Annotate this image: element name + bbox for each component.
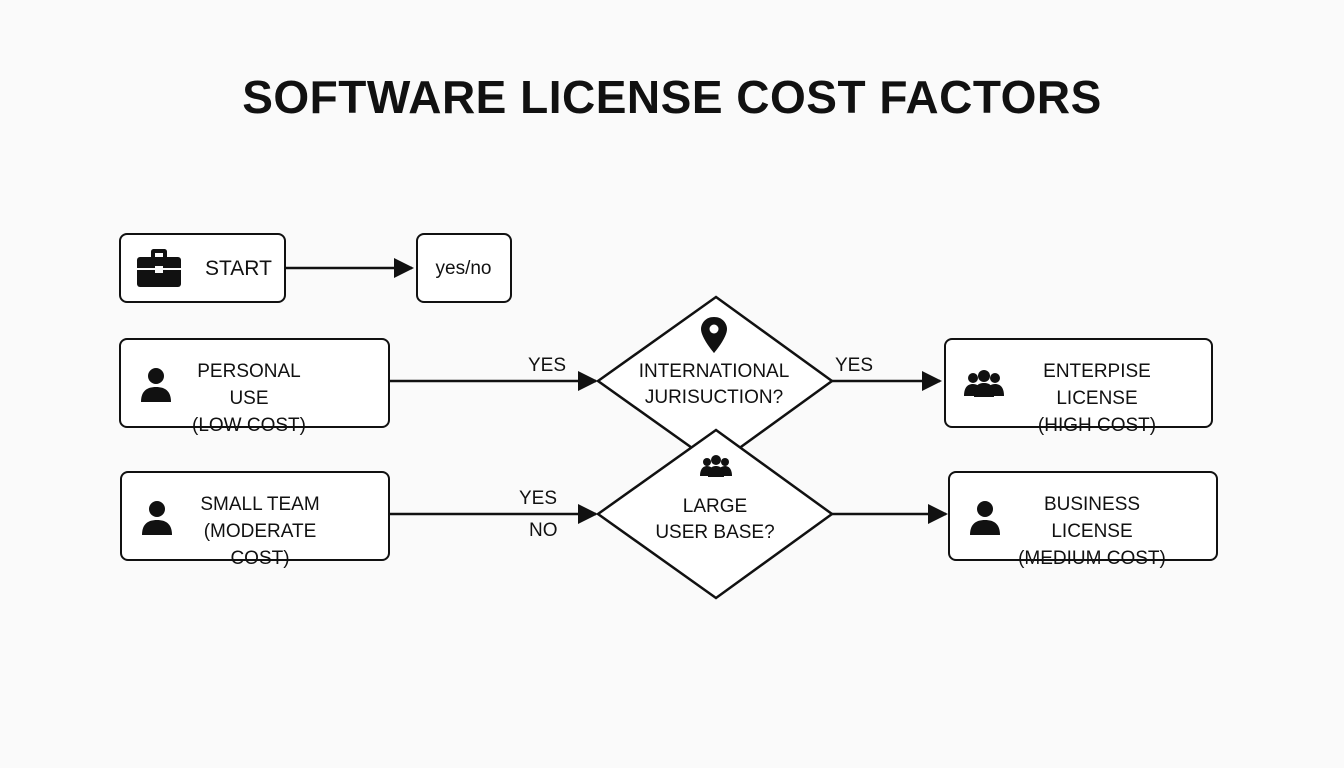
business-text: BUSINESS LICENSE (MEDIUM COST): [1014, 491, 1170, 572]
edge-label-international-yes: YES: [835, 355, 874, 376]
edge-label-personal-yes: YES: [528, 355, 567, 376]
small-team-text: SMALL TEAM (MODERATE COST): [180, 491, 340, 572]
start-node: START: [119, 233, 286, 303]
location-pin-icon: [701, 317, 727, 353]
edge-label-small-team-yes: YES: [519, 488, 558, 509]
decision-large-user-shape: [595, 428, 835, 600]
enterprise-line2: (HIGH COST): [1037, 415, 1157, 436]
group-icon: [700, 455, 732, 477]
small-team-line1: SMALL TEAM: [200, 494, 320, 515]
business-line1: BUSINESS LICENSE: [1043, 494, 1141, 542]
start-label: START: [205, 257, 272, 280]
briefcase-icon: [137, 249, 181, 287]
enterprise-license-node: ENTERPISE LICENSE (HIGH COST): [944, 338, 1213, 436]
group-icon: [964, 370, 1004, 397]
page-title: SOFTWARE LICENSE COST FACTORS: [242, 71, 1102, 123]
person-icon: [970, 501, 1000, 535]
personal-use-line1: PERSONAL USE: [197, 361, 301, 409]
business-line2: (MEDIUM COST): [1018, 548, 1166, 569]
yesno-node: yes/no: [416, 233, 512, 303]
person-icon: [142, 501, 172, 535]
business-license-node: BUSINESS LICENSE (MEDIUM COST): [948, 471, 1218, 569]
international-text: INTERNATIONAL JURISUCTION?: [626, 359, 802, 411]
large-user-line1: LARGE: [682, 496, 748, 517]
person-icon: [141, 368, 171, 402]
small-team-line2: (MODERATE COST): [203, 521, 317, 569]
enterprise-line1: ENTERPISE LICENSE: [1043, 361, 1151, 409]
edge-label-small-team-no: NO: [529, 520, 558, 541]
personal-use-line2: (LOW COST): [192, 415, 306, 436]
international-line2: JURISUCTION?: [644, 387, 784, 408]
personal-use-node: PERSONAL USE (LOW COST): [119, 338, 390, 436]
enterprise-text: ENTERPISE LICENSE (HIGH COST): [1012, 358, 1182, 439]
small-team-node: SMALL TEAM (MODERATE COST): [120, 471, 390, 569]
international-line1: INTERNATIONAL: [638, 361, 790, 382]
yesno-label: yes/no: [435, 258, 492, 279]
large-user-line2: USER BASE?: [655, 522, 775, 543]
large-user-text: LARGE USER BASE?: [626, 494, 804, 546]
personal-use-text: PERSONAL USE (LOW COST): [185, 358, 313, 439]
